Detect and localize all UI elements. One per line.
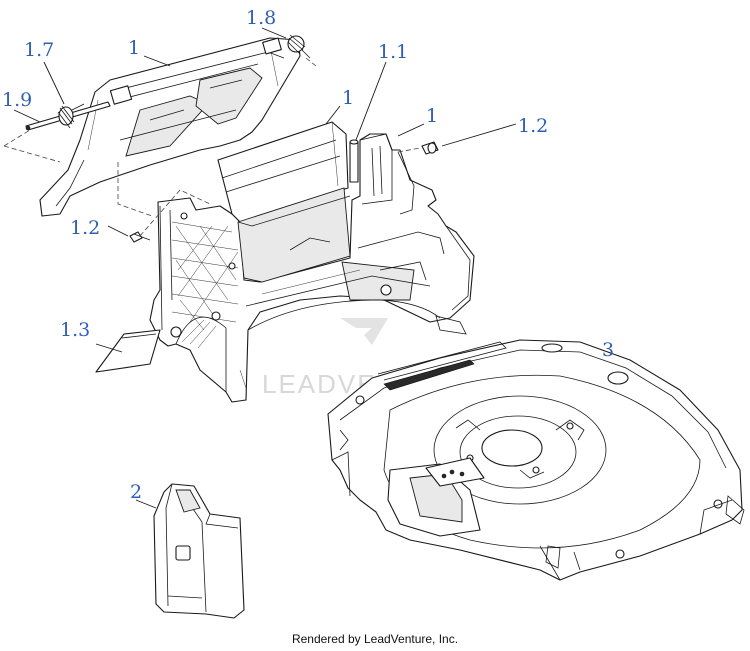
- part-2-mulch-plug[interactable]: [153, 483, 245, 619]
- part-1-2-screw-left[interactable]: [129, 231, 151, 243]
- callout-1-2-right: 1.2: [518, 115, 548, 137]
- part-1-2-screw-right[interactable]: [421, 141, 439, 155]
- callout-3: 3: [602, 339, 614, 361]
- callout-2: 2: [130, 481, 142, 503]
- leader-lines: [13, 27, 517, 509]
- callout-1-flap: 1: [342, 87, 354, 109]
- part-1-8-spring[interactable]: [287, 34, 311, 59]
- part-1-rear-body[interactable]: [149, 133, 475, 403]
- callout-1-top: 1: [128, 37, 140, 59]
- callout-1-right: 1: [426, 105, 438, 127]
- assembly-lines: [3, 57, 421, 237]
- callout-1-7: 1.7: [24, 39, 54, 61]
- callout-1-2-left: 1.2: [70, 217, 100, 239]
- part-1-3-plate[interactable]: [95, 329, 161, 373]
- callout-1-9: 1.9: [2, 89, 32, 111]
- part-3-deck[interactable]: [327, 339, 745, 581]
- part-1-1-pin[interactable]: [349, 139, 359, 183]
- callout-1-1: 1.1: [378, 41, 408, 63]
- callout-1-8: 1.8: [246, 7, 276, 29]
- callouts: 1.9 1.7 1 1.8 1.1 1 1 1.2 1.2 1.3 3 2: [2, 7, 614, 503]
- part-1-7-spring[interactable]: [57, 103, 85, 129]
- callout-1-3: 1.3: [60, 319, 90, 341]
- footer-credit: Rendered by LeadVenture, Inc.: [291, 632, 459, 646]
